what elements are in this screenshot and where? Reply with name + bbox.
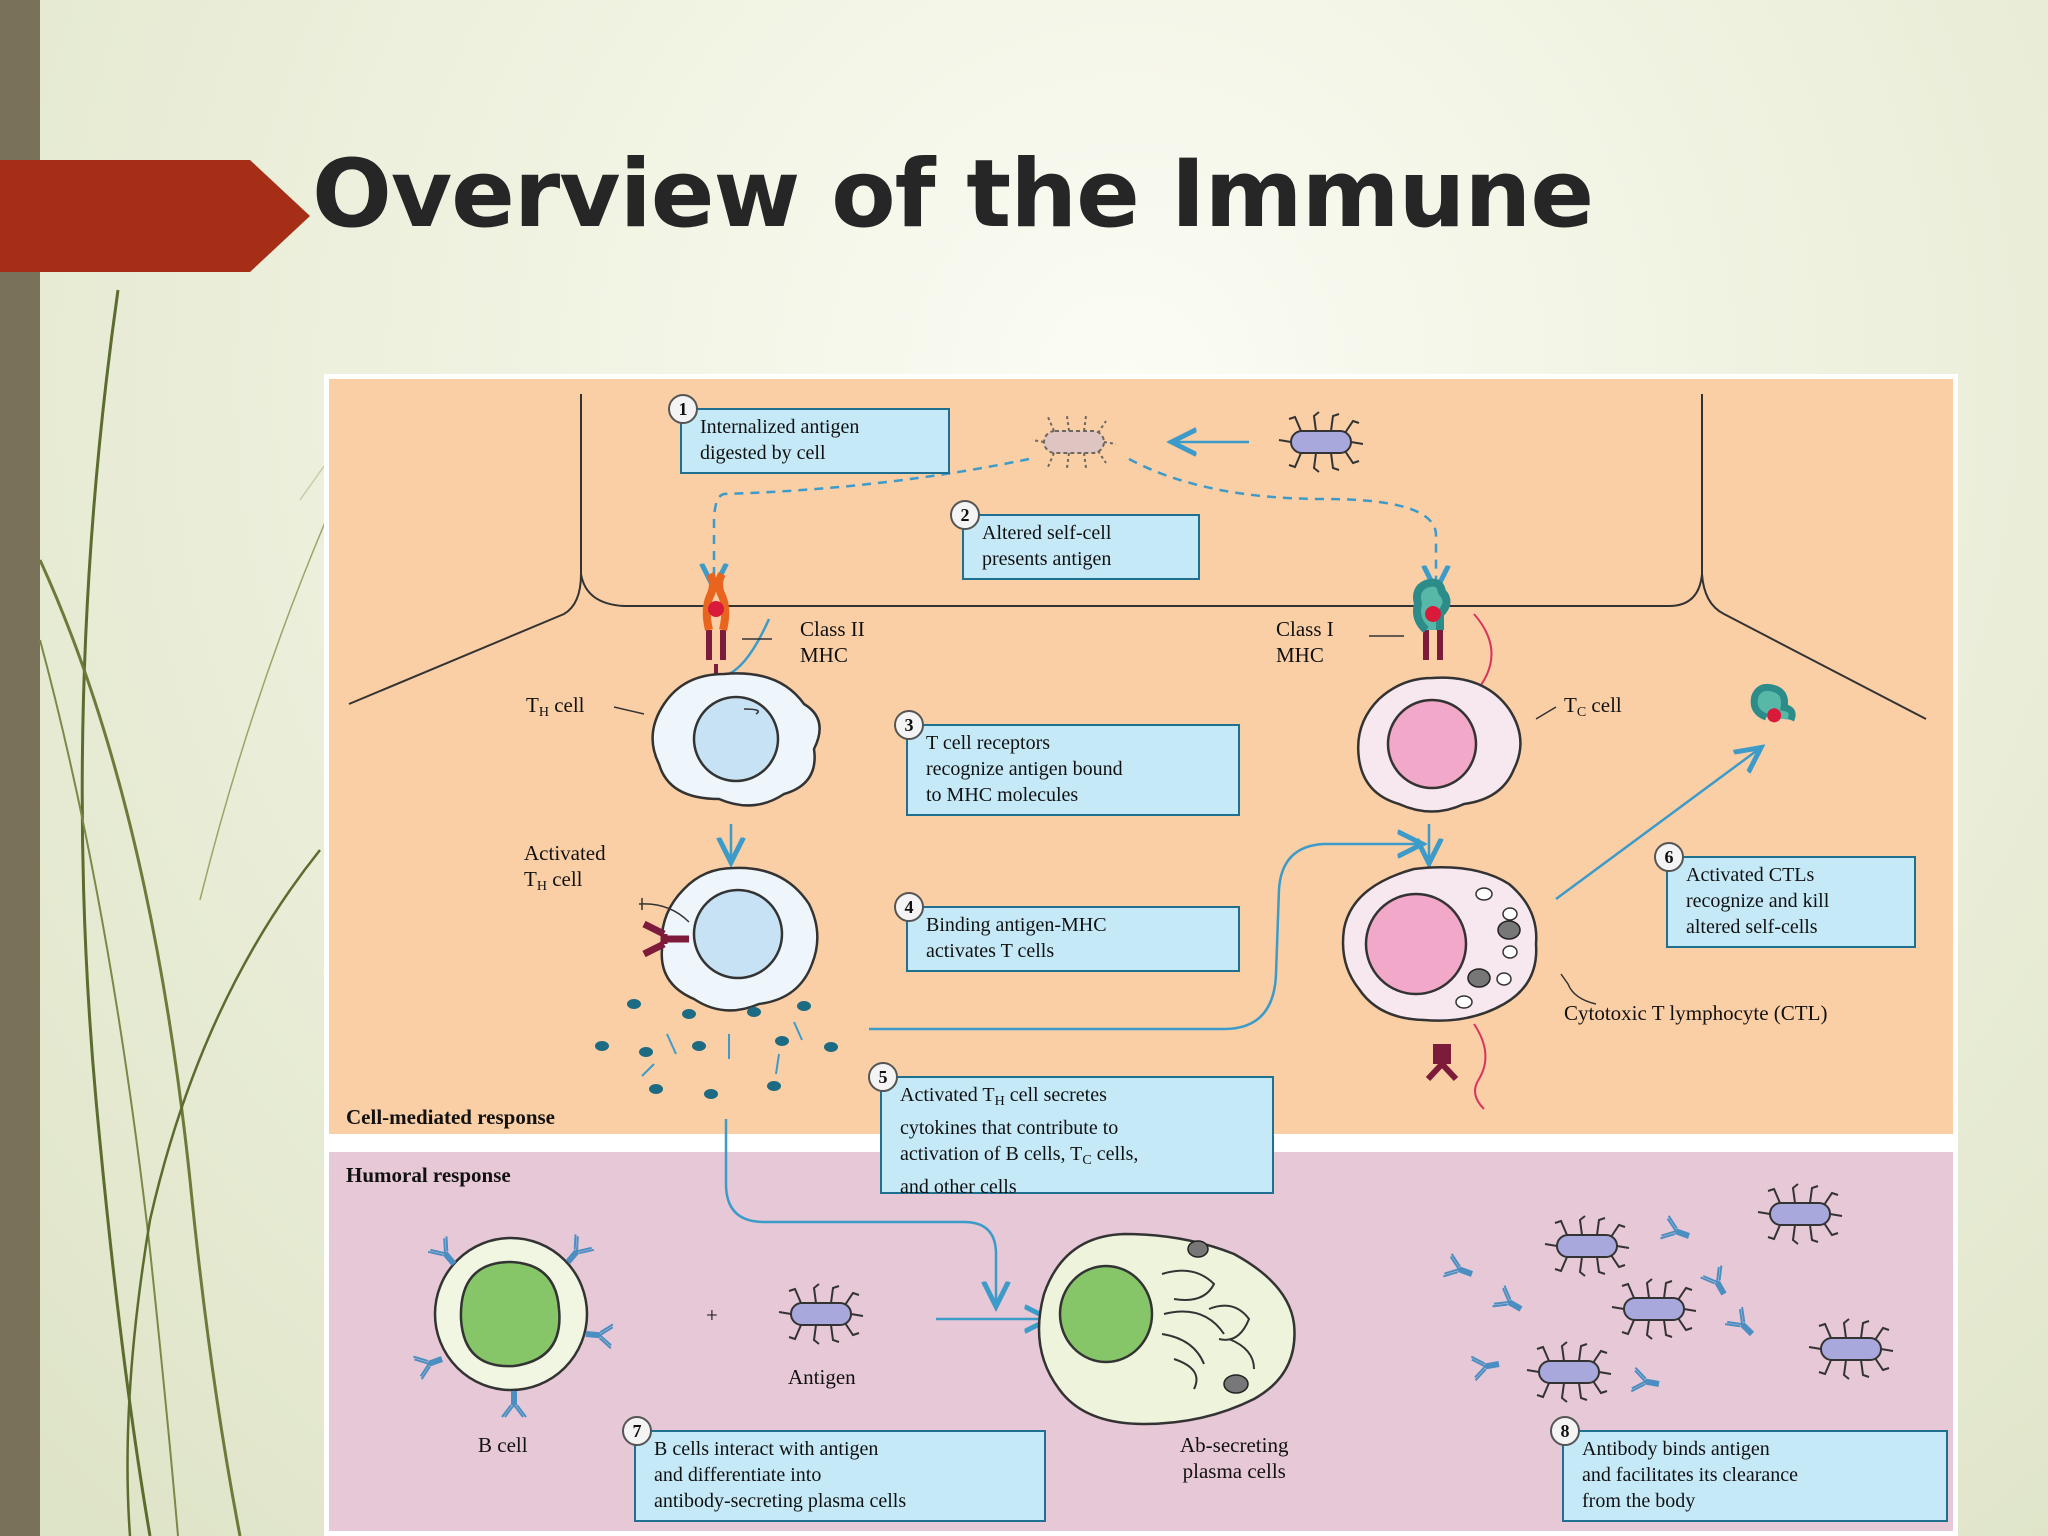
th-cell-label: TH cell [526,693,585,720]
step-3-number: 3 [894,710,924,740]
step-5-line-3: activation of B cells, TC cells, [900,1143,1139,1168]
step-5-line-1: Activated TH cell secretes [900,1084,1107,1109]
step-4-callout: 4 Binding antigen-MHC activates T cells [894,892,1240,972]
class-i-mhc-label: Class I MHC [1276,617,1334,667]
step-6-number: 6 [1654,842,1684,872]
step-3-callout: 3 T cell receptors recognize antigen bou… [894,710,1240,816]
class-ii-mhc-label: Class II MHC [800,617,865,667]
antigen-label: Antigen [788,1365,856,1389]
step-2-line-2: presents antigen [982,548,1112,570]
step-1-line-1: Internalized antigen [700,416,860,438]
step-3-line-1: T cell receptors [926,732,1051,754]
step-7-line-3: antibody-secreting plasma cells [654,1490,907,1512]
step-6-line-3: altered self-cells [1686,916,1818,938]
step-3-line-3: to MHC molecules [926,784,1079,806]
ctl-label: Cytotoxic T lymphocyte (CTL) [1564,1001,1828,1025]
immune-response-figure: 1 Internalized antigen digested by cell … [324,374,1958,1536]
step-4-line-2: activates T cells [926,940,1055,962]
slide-title: Overview of the Immune [312,140,1594,249]
step-7-line-2: and differentiate into [654,1464,822,1486]
step-5-callout: 5 Activated TH cell secretes cytokines t… [868,1062,1274,1198]
step-7-callout: 7 B cells interact with antigen and diff… [622,1416,1046,1522]
step-8-line-2: and facilitates its clearance [1582,1464,1798,1486]
step-8-callout: 8 Antibody binds antigen and facilitates… [1550,1416,1948,1522]
plasma-cells-label: Ab-secreting plasma cells [1180,1433,1289,1483]
step-1-line-2: digested by cell [700,442,826,464]
step-1-number: 1 [668,394,698,424]
step-6-line-2: recognize and kill [1686,890,1830,912]
step-5-number: 5 [868,1062,898,1092]
humoral-response-label: Humoral response [346,1163,511,1187]
step-2-line-1: Altered self-cell [982,522,1112,544]
step-8-number: 8 [1550,1416,1580,1446]
step-6-callout: 6 Activated CTLs recognize and kill alte… [1654,842,1916,948]
step-5-line-4: and other cells [900,1176,1017,1198]
step-7-number: 7 [622,1416,652,1446]
step-4-number: 4 [894,892,924,922]
b-cell-label: B cell [478,1433,528,1457]
decorative-swooshes [38,289,340,1536]
plus-sign: + [706,1303,718,1327]
step-2-callout: 2 Altered self-cell presents antigen [950,500,1200,580]
step-7-line-1: B cells interact with antigen [654,1438,879,1460]
step-1-callout: 1 Internalized antigen digested by cell [668,394,950,474]
tc-cell-label: TC cell [1564,693,1622,720]
step-8-line-1: Antibody binds antigen [1582,1438,1770,1460]
step-8-line-3: from the body [1582,1490,1696,1512]
step-5-line-2: cytokines that contribute to [900,1117,1119,1139]
cell-mediated-response-label: Cell-mediated response [346,1105,556,1129]
step-6-line-1: Activated CTLs [1686,864,1815,886]
step-2-number: 2 [950,500,980,530]
activated-th-label: Activated TH cell [524,841,606,894]
step-4-line-1: Binding antigen-MHC [926,914,1107,936]
title-accent-arrow [0,160,310,272]
step-3-line-2: recognize antigen bound [926,758,1123,780]
